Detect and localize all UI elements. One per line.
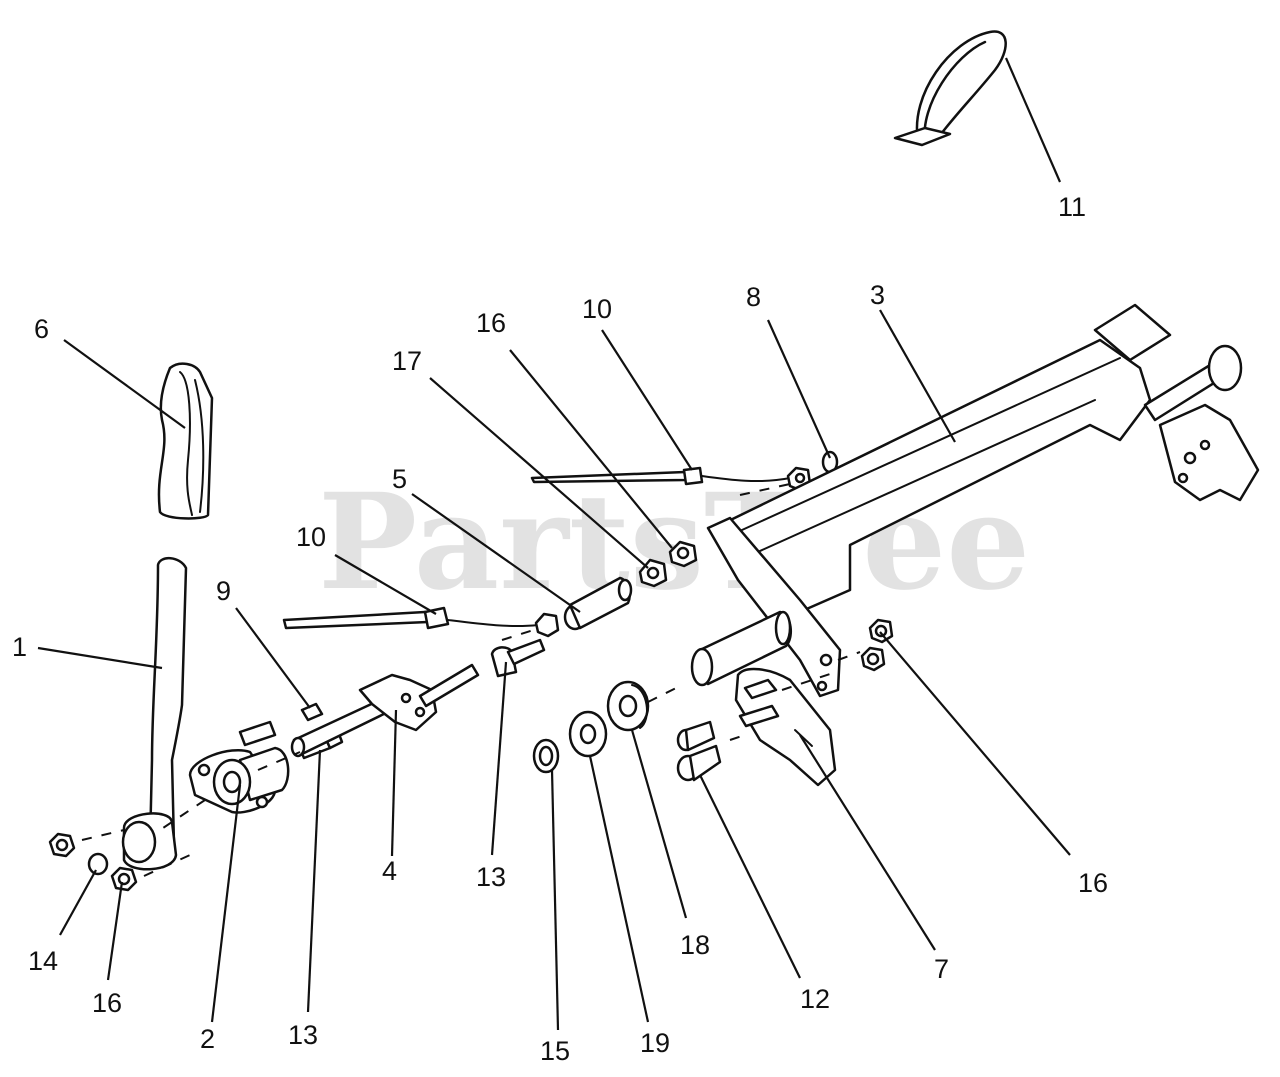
leader-7 [799,734,936,951]
callout-7: 7 [934,954,949,984]
lever-part [121,557,188,871]
leader-1 [37,646,163,670]
callout-4: 4 [382,856,397,886]
leader-16-left [106,881,124,981]
callout-8: 8 [746,282,761,312]
callout-16-right: 16 [1078,868,1108,898]
callout-17: 17 [392,346,422,376]
callout-3: 3 [870,280,885,310]
leader-10-left [334,554,437,615]
washers-part [532,680,677,774]
shaft-bracket-part [257,663,480,771]
slotted-plate-part [734,667,837,787]
callout-12: 12 [800,984,830,1014]
leader-6 [63,339,186,429]
leader-18 [630,729,688,919]
callout-11: 11 [1058,192,1086,222]
leader-14 [59,869,97,936]
callout-1: 1 [12,632,27,662]
callout-13-center: 13 [476,862,506,892]
leader-17 [429,377,649,569]
callout-15: 15 [540,1036,570,1066]
callout-5: 5 [392,464,407,494]
main-frame-part [706,303,1260,698]
leader-13-left [306,749,322,1013]
callout-10-top: 10 [582,294,612,324]
pin-part [300,702,324,722]
bolt-center-part [490,638,546,678]
callout-9: 9 [216,576,231,606]
clevis-pins-part [676,720,749,782]
leader-16-right [879,631,1071,856]
callout-16-center: 16 [476,308,506,338]
callout-18: 18 [680,930,710,960]
callout-10-left: 10 [296,522,326,552]
callout-13-left: 13 [288,1020,318,1050]
cable-left-part [282,606,539,630]
leader-lines [37,57,1071,1031]
callout-16-left: 16 [92,988,122,1018]
handle-grip-part [157,362,214,520]
nuts-right-part [837,618,894,672]
leader-13-center [490,661,508,856]
leader-11 [1004,57,1062,183]
leader-2 [210,784,242,1023]
pivot-shaft-part [690,610,793,687]
leader-12 [699,774,801,979]
leader-4 [390,709,398,857]
callout-labels: 1 2 3 4 5 6 7 8 9 10 10 11 12 13 13 14 1… [12,192,1108,1066]
leader-15 [550,769,560,1031]
leader-19 [588,755,650,1023]
center-hardware-cluster [501,540,698,641]
flanged-bearing-part [159,720,290,831]
callout-6: 6 [34,314,49,344]
leader-8 [766,319,832,459]
leader-5 [411,493,581,613]
leader-3 [879,309,956,443]
callout-2: 2 [200,1024,215,1054]
callout-19: 19 [640,1028,670,1058]
leader-16-center [509,349,673,549]
leader-10-top [601,329,693,471]
small-hardware-bottom-left [48,829,191,892]
callout-14: 14 [28,946,58,976]
cable-tie-part [893,30,1007,147]
leader-9 [235,607,311,709]
